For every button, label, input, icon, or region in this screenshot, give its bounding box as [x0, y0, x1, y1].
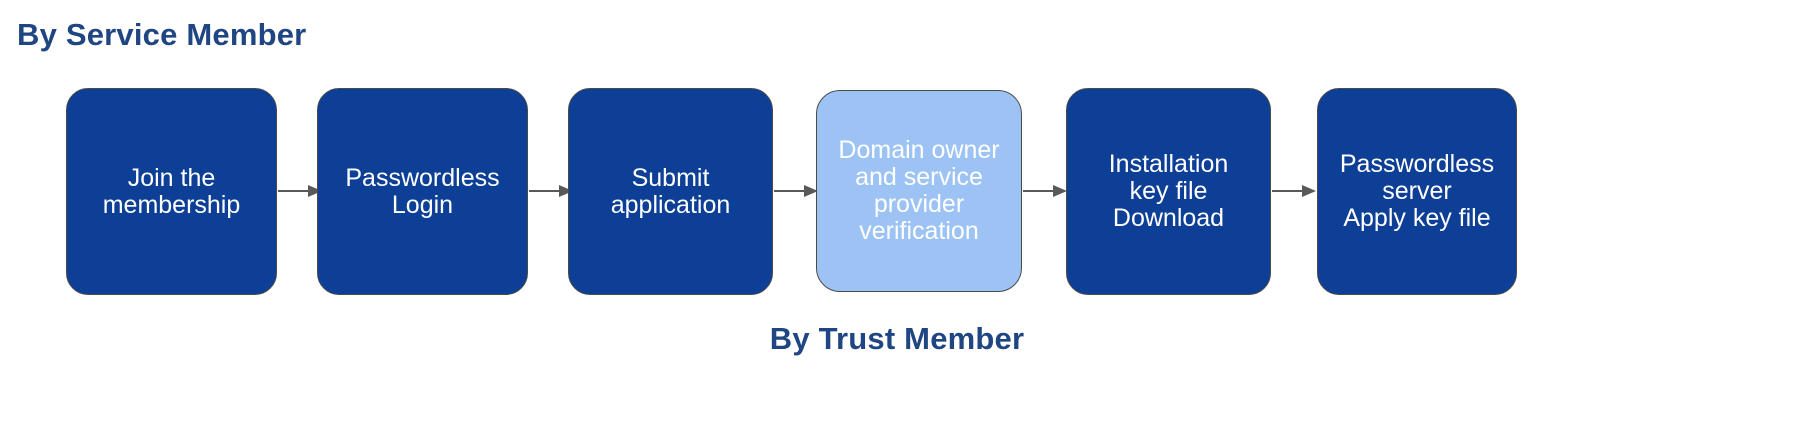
arrow-right-icon — [529, 182, 573, 200]
flow-node-passwordless-login[interactable]: Passwordless Login — [317, 88, 528, 295]
flow-node-label: Passwordless server Apply key file — [1339, 150, 1495, 232]
section-heading-service-member: By Service Member — [17, 17, 307, 52]
section-heading-trust-member: By Trust Member — [769, 321, 1025, 356]
flow-node-passwordless-server-apply[interactable]: Passwordless server Apply key file — [1317, 88, 1517, 295]
flow-node-label: Installation key file Download — [1108, 150, 1229, 232]
arrow-right-icon — [774, 182, 818, 200]
flow-node-join-the-membership[interactable]: Join the membership — [66, 88, 277, 295]
flow-node-submit-application[interactable]: Submit application — [568, 88, 773, 295]
arrow-right-icon — [1272, 182, 1316, 200]
arrow-right-icon — [278, 182, 322, 200]
flow-node-label: Domain owner and service provider verifi… — [838, 136, 1000, 245]
flow-node-label: Submit application — [610, 163, 731, 219]
arrow-right-icon — [1023, 182, 1067, 200]
flow-node-installation-key-download[interactable]: Installation key file Download — [1066, 88, 1271, 295]
flow-node-domain-owner-verification[interactable]: Domain owner and service provider verifi… — [816, 90, 1022, 292]
flow-node-label: Join the membership — [102, 163, 241, 219]
flow-node-label: Passwordless Login — [345, 163, 500, 219]
process-flow-row: Join the membership Passwordless Login S… — [0, 86, 1794, 296]
